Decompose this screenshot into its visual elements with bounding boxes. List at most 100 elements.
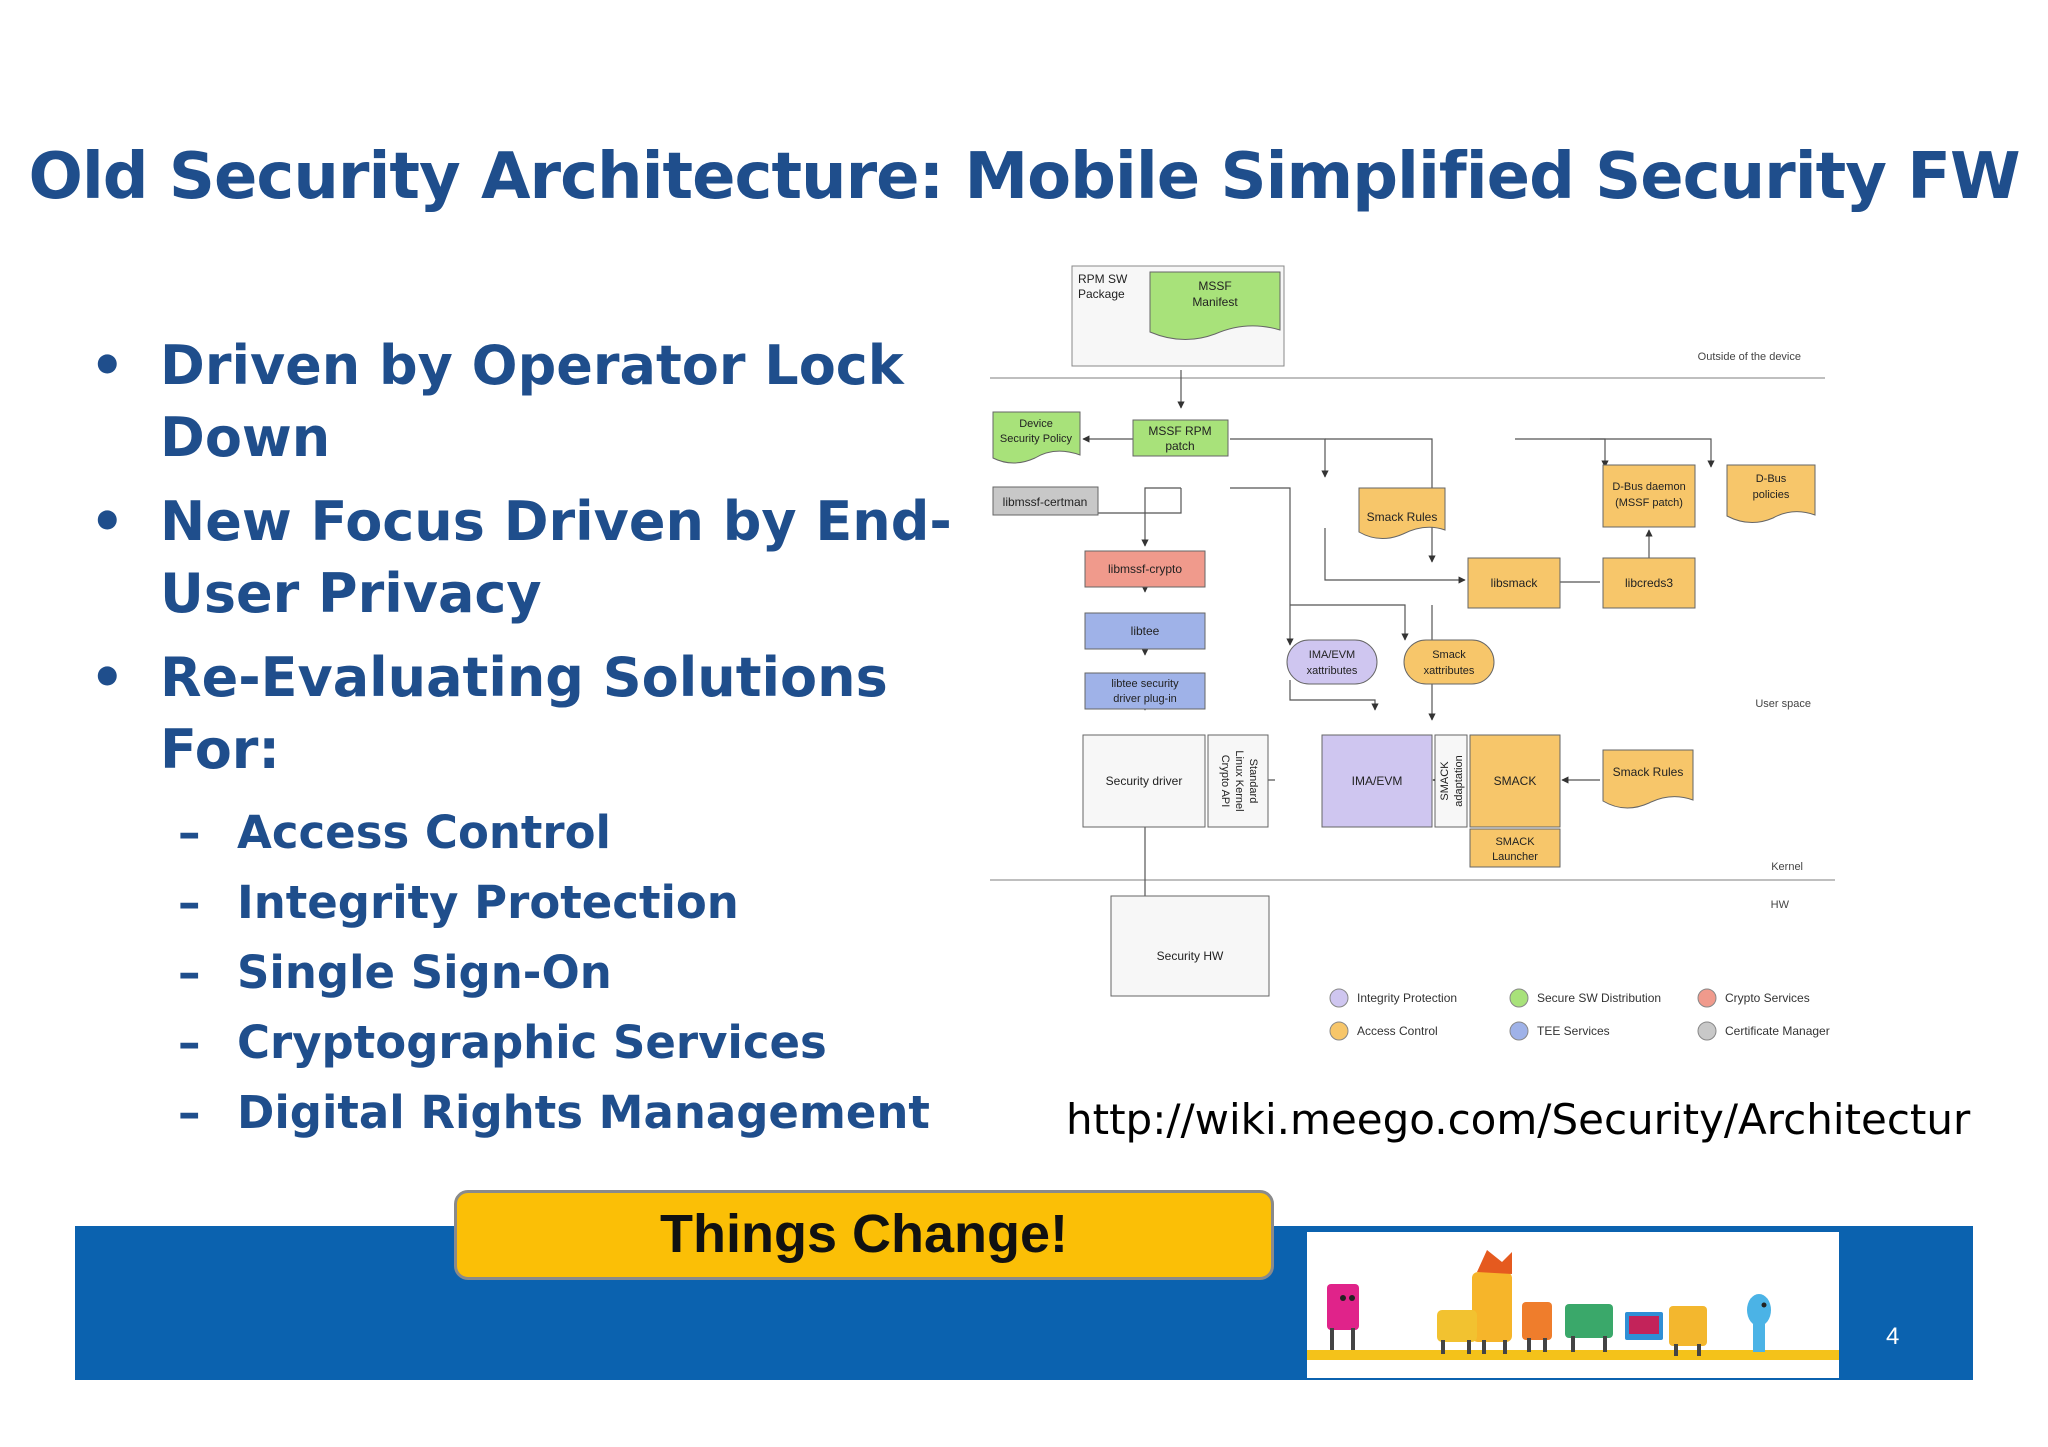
smack-rules-user-label: Smack Rules [1367,510,1438,524]
orange-mascot [1522,1302,1552,1352]
slide-title: Old Security Architecture: Mobile Simpli… [28,140,2020,214]
legend-swatch [1329,988,1349,1008]
libmssf-crypto-label: libmssf-crypto [1108,562,1182,576]
connector [1515,438,1609,468]
libtee-box [1084,612,1206,650]
user-space-label: User space [1755,698,1811,710]
libmssf-certman-box [992,486,1099,516]
bullet-glyph: • [90,334,125,397]
green-mascot [1565,1304,1613,1352]
bullet-text: Re-Evaluating Solutions For: [160,646,888,781]
dash-glyph: – [178,1086,201,1139]
architecture-diagram: RPM SW Package MSSF Manifest Outside of … [990,265,1835,1041]
ima-evm-box [1321,734,1433,828]
mssf-manifest-doc [1149,271,1281,341]
dbus-daemon-label-2: (MSSF patch) [1615,497,1683,509]
mssf-manifest-label-2: Manifest [1192,295,1238,309]
bullet-list: • Driven by Operator Lock Down • New Foc… [90,330,970,1148]
smack-adaptation-label-2: adaptation [1453,755,1465,806]
legend-label: Certificate Manager [1725,1024,1830,1038]
security-hw-label: Security HW [1157,949,1224,963]
libtee-plugin-label-2: driver plug-in [1113,693,1177,705]
bullet-item: • New Focus Driven by End- User Privacy [90,486,970,630]
connector [1230,438,1329,478]
legend-swatch [1509,988,1529,1008]
legend-swatch [1509,1021,1529,1041]
crypto-api-box [1207,734,1269,828]
ima-xattr-label-2: xattributes [1307,665,1358,677]
security-hw-box [1110,895,1270,997]
dash-glyph: – [178,876,201,929]
mascot-illustration-graphic [1307,1250,1839,1360]
security-driver-box [1082,734,1206,828]
connector [1230,487,1294,646]
rpm-package-label-1: RPM SW [1078,272,1128,286]
smack-launcher-label-1: SMACK [1495,836,1535,848]
security-driver-label: Security driver [1106,774,1183,788]
libsmack-label: libsmack [1491,576,1539,590]
ima-xattr-box [1286,639,1378,685]
bullet-glyph: • [90,646,125,709]
legend: Integrity Protection Secure SW Distribut… [1329,988,1830,1041]
mssf-rpm-patch-box [1132,419,1229,457]
dbus-policies-label-1: D-Bus [1756,473,1787,485]
dash-glyph: – [178,1016,201,1069]
ima-evm-label: IMA/EVM [1352,774,1403,788]
libtee-label: libtee [1131,624,1160,638]
smack-xattr-label-1: Smack [1432,649,1466,661]
legend-label: Integrity Protection [1357,991,1457,1005]
smack-adaptation-box [1434,734,1468,828]
libmssf-crypto-box [1084,550,1206,588]
mssf-rpm-patch-label-2: patch [1165,439,1194,453]
tablet-mascot [1669,1306,1707,1356]
legend-swatch [1697,988,1717,1008]
mssf-rpm-patch-label-1: MSSF RPM [1148,424,1211,438]
mascot-illustration [1307,1232,1839,1378]
sub-bullet-item: –Access Control [90,798,970,868]
sub-bullet-text: Cryptographic Services [237,1016,827,1069]
smack-rules-user-doc [1358,487,1446,539]
libcreds3-label: libcreds3 [1625,576,1673,590]
smack-xattr-label-2: xattributes [1424,665,1475,677]
device-policy-doc [992,411,1081,464]
connector [1324,528,1466,584]
smack-label: SMACK [1494,774,1537,788]
kernel-label: Kernel [1771,861,1803,873]
smack-rules-kernel-doc [1602,749,1694,809]
libcreds3-box [1602,557,1696,609]
dash-glyph: – [178,806,201,859]
sub-bullet-item: –Digital Rights Management [90,1078,970,1148]
sub-bullet-text: Digital Rights Management [237,1086,930,1139]
bullet-glyph: • [90,490,125,553]
bullet-item: • Re-Evaluating Solutions For: [90,642,970,786]
smack-launcher-box [1469,828,1561,868]
laptop-mascot [1625,1312,1663,1340]
dbus-policies-doc [1726,464,1816,523]
smack-launcher-label-2: Launcher [1492,851,1538,863]
rpm-package-label-2: Package [1078,287,1125,301]
outside-device-label: Outside of the device [1698,351,1801,363]
smack-box [1469,734,1561,828]
pink-mascot [1327,1284,1359,1350]
crypto-api-label-3: Crypto API [1219,755,1231,808]
crypto-api-label-1: Standard [1247,759,1259,804]
sub-bullet-text: Single Sign-On [237,946,612,999]
dbus-policies-label-2: policies [1753,489,1790,501]
libsmack-box [1467,557,1561,609]
hw-label: HW [1771,899,1790,911]
connector [1289,680,1379,711]
sub-bullet-item: –Cryptographic Services [90,1008,970,1078]
legend-label: Access Control [1357,1024,1438,1038]
sub-bullet-text: Integrity Protection [237,876,739,929]
sub-bullet-item: –Single Sign-On [90,938,970,1008]
libtee-plugin-box [1084,672,1206,710]
device-policy-label-1: Device [1019,418,1053,430]
connector [1141,487,1181,547]
legend-label: Secure SW Distribution [1537,991,1661,1005]
dbus-daemon-label-1: D-Bus daemon [1612,481,1685,493]
connector [1290,604,1409,641]
smack-xattr-box [1403,639,1495,685]
smack-adaptation-label-1: SMACK [1439,761,1451,801]
device-policy-label-2: Security Policy [1000,433,1073,445]
dash-glyph: – [178,946,201,999]
